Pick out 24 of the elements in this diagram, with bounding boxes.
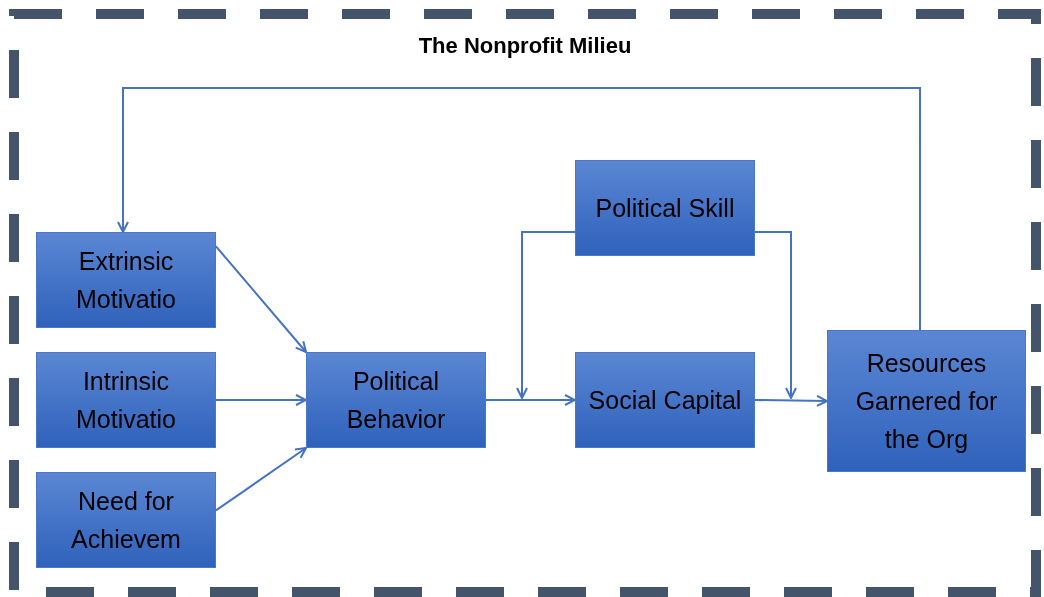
- box-label: Political Behavior: [345, 366, 447, 435]
- box-label: Resources Garnered for the Org: [854, 348, 999, 455]
- arrow: [754, 231, 797, 399]
- arrow: [516, 231, 576, 399]
- box-label: Extrinsic Motivatio: [74, 246, 177, 315]
- arrow: [117, 87, 921, 331]
- box-label: Need for Achievem: [70, 486, 182, 555]
- process-box: [306, 352, 486, 448]
- process-box: [575, 352, 755, 448]
- arrow: [754, 394, 828, 407]
- box-label: Social Capital: [587, 385, 743, 416]
- arrow: [215, 245, 307, 353]
- arrow: [485, 394, 576, 406]
- dashed-frame: [9, 9, 1041, 597]
- arrow: [215, 447, 307, 512]
- box-label: Political Skill: [594, 193, 736, 224]
- box-label: Intrinsic Motivatio: [74, 366, 177, 435]
- process-box: [36, 232, 216, 328]
- arrow: [215, 394, 307, 406]
- process-box: [36, 472, 216, 568]
- process-box: [575, 160, 755, 256]
- process-box: [827, 330, 1026, 472]
- process-box: [36, 352, 216, 448]
- frame-title: The Nonprofit Milieu: [417, 33, 633, 59]
